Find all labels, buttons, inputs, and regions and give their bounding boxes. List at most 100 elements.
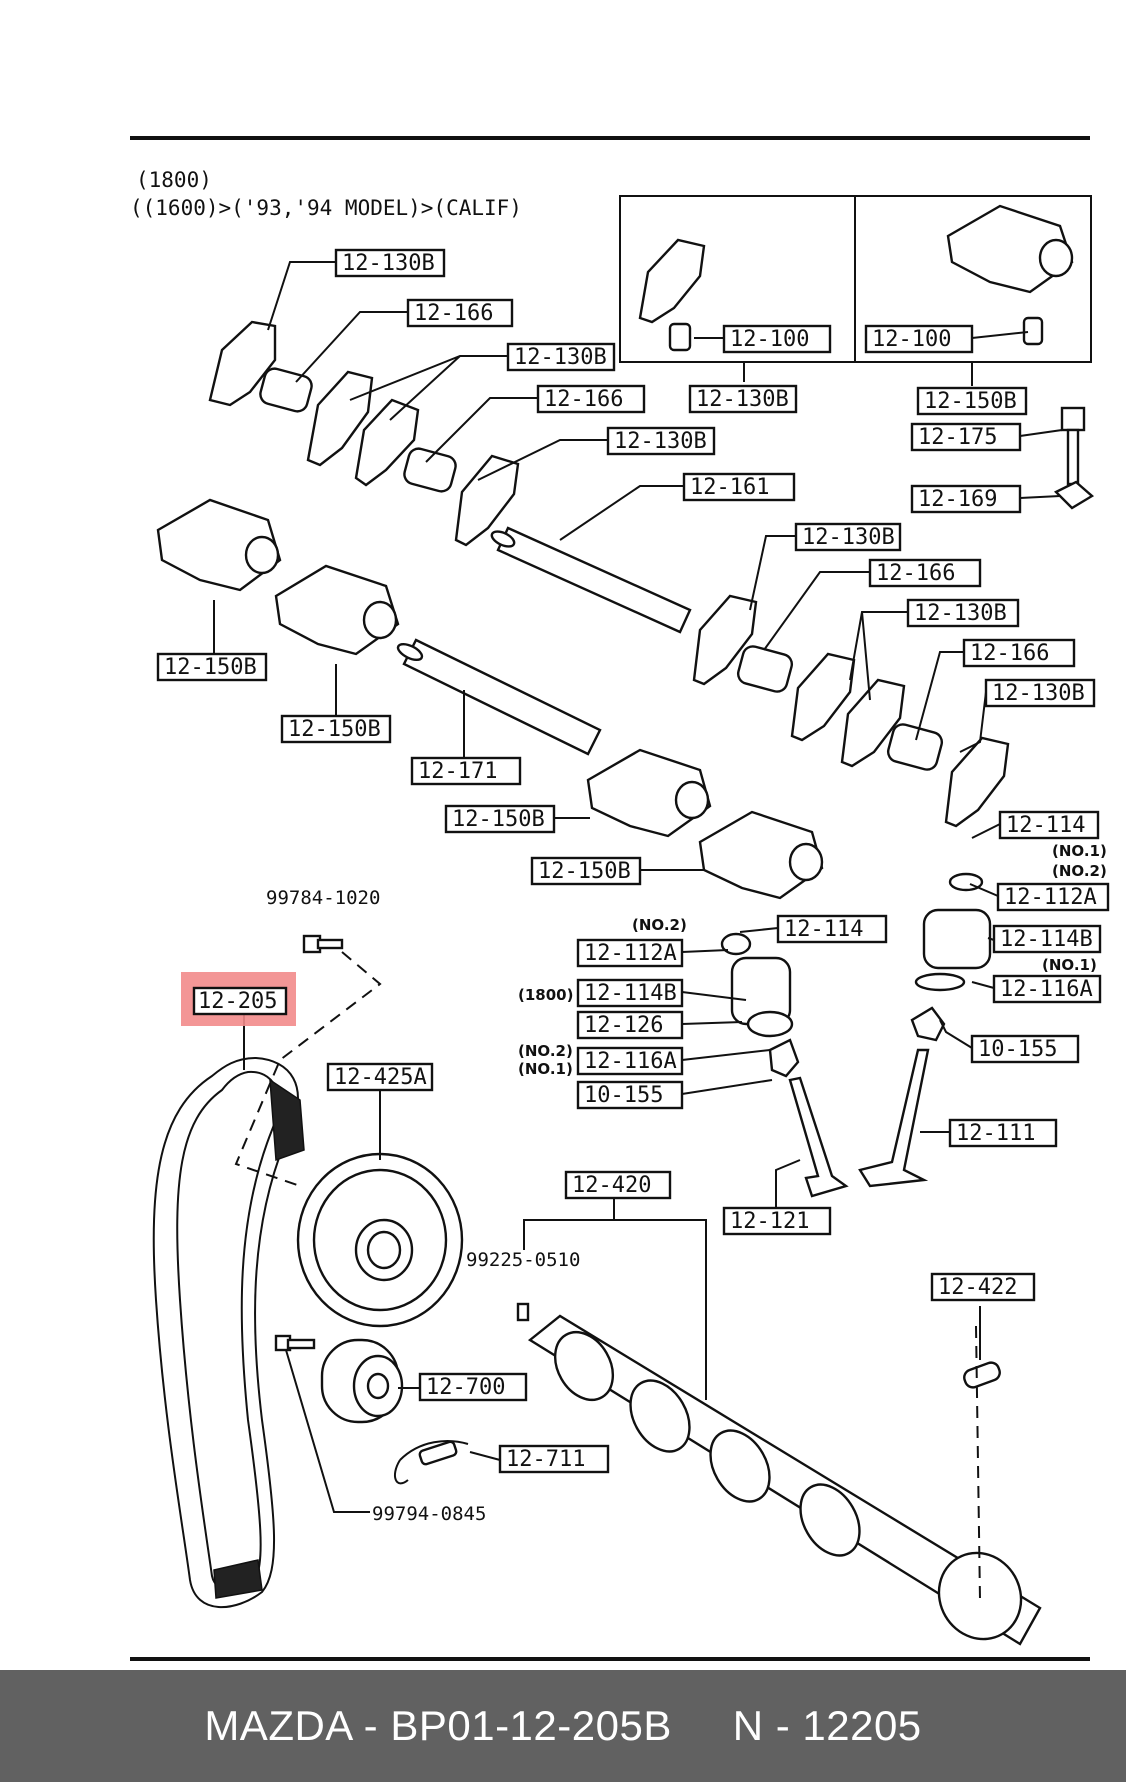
key-dashed-line xyxy=(975,1325,981,1601)
callout-boxes: 12-130B 12-166 12-130B 12-166 12-130B 12… xyxy=(156,248,1110,1474)
callout-12-175: 12-175 xyxy=(918,425,997,450)
timing-belt-205 xyxy=(152,1056,305,1609)
bolt-99784 xyxy=(302,934,344,954)
pin-99225 xyxy=(516,1302,530,1322)
callout-box xyxy=(910,422,1022,452)
callout-box xyxy=(530,856,642,886)
callout-box xyxy=(992,924,1102,954)
callout-12-711: 12-711 xyxy=(506,1447,585,1472)
note-no2-r: (NO.2) xyxy=(1052,862,1107,880)
callout-box xyxy=(334,248,446,278)
callout-box xyxy=(722,324,832,354)
callout-12-116a: 12-116A xyxy=(584,1049,677,1074)
callout-box xyxy=(998,810,1100,840)
callout-12-130b: 12-130B xyxy=(802,525,895,550)
header-line-1: (1800) xyxy=(136,168,212,192)
rocker-arm-group-upper xyxy=(208,320,520,547)
tensioner-pulley-700 xyxy=(320,1338,404,1424)
callout-12-425a: 12-425A xyxy=(334,1065,427,1090)
callout-box xyxy=(506,342,616,372)
tensioner-spring-711 xyxy=(393,1440,469,1485)
inset-rocker-right xyxy=(946,204,1074,346)
note-no1-r1: (NO.1) xyxy=(1052,842,1107,860)
callout-12-166: 12-166 xyxy=(970,641,1049,666)
callout-12-130b: 12-130B xyxy=(342,251,435,276)
bottom-rule xyxy=(130,1657,1090,1661)
callout-12-121: 12-121 xyxy=(730,1209,809,1234)
callout-12-161: 12-161 xyxy=(690,475,769,500)
callout-12-130b: 12-130B xyxy=(696,387,789,412)
callout-12-150b: 12-150B xyxy=(288,717,381,742)
callout-box xyxy=(996,882,1110,912)
callout-box xyxy=(576,1046,684,1076)
spring-group-right xyxy=(736,645,944,771)
callout-box xyxy=(576,938,684,968)
callout-12-130b: 12-130B xyxy=(992,681,1085,706)
callout-box xyxy=(606,426,716,456)
callout-12-126: 12-126 xyxy=(584,1013,663,1038)
label-99225-0510: 99225-0510 xyxy=(466,1249,580,1271)
header-line-2: ((1600)>('93,'94 MODEL)>(CALIF) xyxy=(130,196,522,220)
callout-box xyxy=(906,598,1020,628)
callout-12-150b: 12-150B xyxy=(164,655,257,680)
callout-12-422: 12-422 xyxy=(938,1275,1017,1300)
note-no2-l1: (NO.2) xyxy=(632,916,687,934)
callout-12-116a: 12-116A xyxy=(1000,977,1093,1002)
callout-12-150b: 12-150B xyxy=(538,859,631,884)
callout-box xyxy=(576,978,684,1008)
rocker-pair-150b-b xyxy=(274,564,400,656)
callout-box xyxy=(576,1080,684,1110)
camshaft-420 xyxy=(527,1314,1042,1646)
key-422 xyxy=(963,1361,1001,1389)
callout-box xyxy=(984,678,1096,708)
callout-box xyxy=(682,472,796,502)
callout-12-112a: 12-112A xyxy=(584,941,677,966)
note-no2-l2: (NO.2) xyxy=(518,1042,573,1060)
callout-box xyxy=(864,324,974,354)
bolt-175 xyxy=(1060,406,1086,486)
callout-box xyxy=(536,384,646,414)
valve-components-right xyxy=(858,872,992,1188)
rocker-arm-group-right xyxy=(692,594,1010,828)
callout-12-169: 12-169 xyxy=(918,487,997,512)
callout-12-130b: 12-130B xyxy=(914,601,1007,626)
callout-12-130b: 12-130B xyxy=(514,345,607,370)
label-99784-1020: 99784-1020 xyxy=(266,887,380,909)
callout-box xyxy=(576,1010,684,1040)
callout-box xyxy=(418,1372,528,1402)
assembly-dashed-line xyxy=(234,951,382,1187)
inset-rocker-left xyxy=(638,238,706,352)
callout-12-100: 12-100 xyxy=(730,327,809,352)
callout-box xyxy=(156,652,268,682)
callout-box xyxy=(948,1118,1058,1148)
callout-box xyxy=(722,1206,832,1236)
callout-box xyxy=(192,986,288,1016)
callout-12-166: 12-166 xyxy=(544,387,623,412)
callout-12-112a: 12-112A xyxy=(1004,885,1097,910)
footer-brand: MAZDA xyxy=(204,1702,352,1749)
valve-components-left xyxy=(720,932,849,1198)
note-no1-r2: (NO.1) xyxy=(1042,956,1097,974)
note-1800: (1800) xyxy=(518,986,573,1004)
footer-text: MAZDA - BP01-12-205B N - 12205 xyxy=(204,1702,922,1749)
callout-box xyxy=(930,1272,1036,1302)
callout-12-150b: 12-150B xyxy=(452,807,545,832)
callout-box xyxy=(794,522,902,552)
bolt-99794 xyxy=(274,1334,316,1352)
callout-box xyxy=(970,1034,1080,1064)
footer-part-number: BP01-12-205B xyxy=(390,1702,672,1749)
callout-12-171: 12-171 xyxy=(418,759,497,784)
leader-lines xyxy=(213,261,1063,1513)
callout-12-166: 12-166 xyxy=(414,301,493,326)
callout-box xyxy=(280,714,392,744)
footer-bar: MAZDA - BP01-12-205B N - 12205 xyxy=(0,1670,1126,1782)
nut-169 xyxy=(1053,480,1095,510)
callout-box xyxy=(776,914,888,944)
callout-12-100: 12-100 xyxy=(872,327,951,352)
callout-12-114: 12-114 xyxy=(1006,813,1085,838)
callout-box xyxy=(410,756,522,786)
callout-12-700: 12-700 xyxy=(426,1375,505,1400)
callout-box xyxy=(564,1170,672,1200)
callout-box xyxy=(406,298,514,328)
top-rule xyxy=(130,136,1090,140)
